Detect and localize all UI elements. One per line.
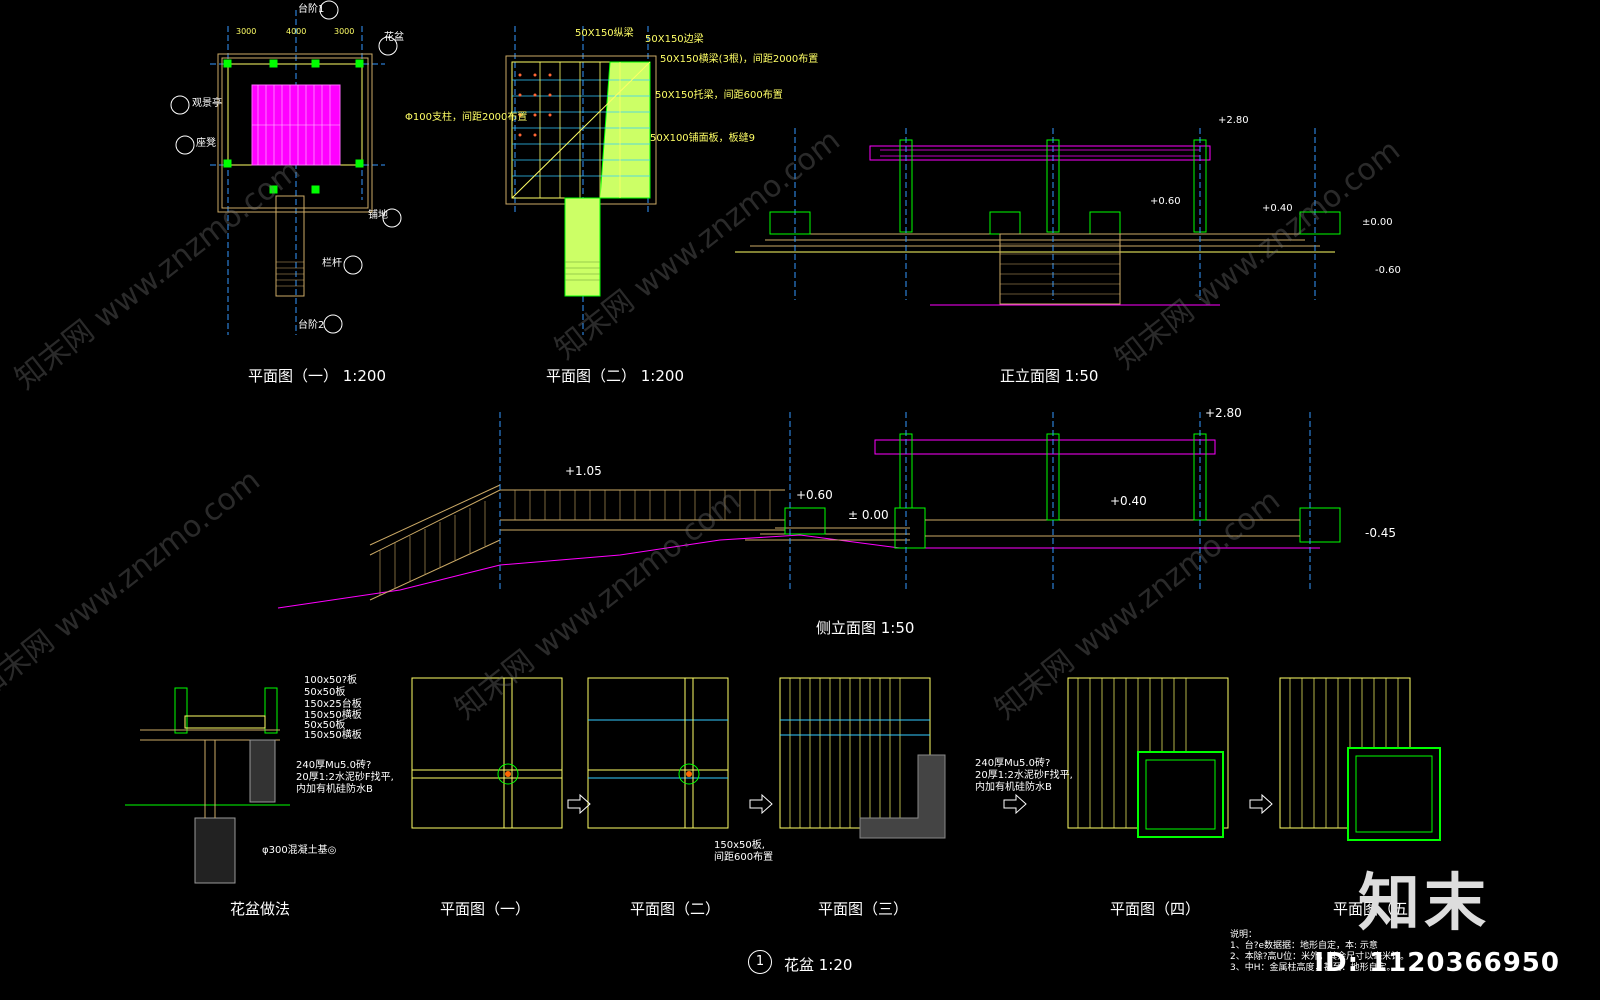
title-fp2: 平面图（二）: [630, 900, 721, 918]
plan1-flower-label: 花盆: [384, 32, 404, 43]
side-elev-mark: +2.80: [1205, 406, 1242, 420]
planter-label: 50x50板: [304, 720, 346, 731]
title-plan1: 平面图（一） 1:200: [248, 367, 386, 385]
planter-label: 150x50板,: [714, 840, 765, 851]
plan2-drawing: [505, 26, 657, 335]
plan2-label: 50X150纵梁: [575, 28, 634, 39]
plan1-dim: 3000: [236, 27, 257, 36]
planter-label: 150x50横板: [304, 710, 362, 721]
plan1-dim: 4000: [286, 27, 307, 36]
side-elev-mark: +0.40: [1110, 494, 1147, 508]
planter-label: 240厚Mu5.0砖?: [975, 758, 1051, 769]
title-fp5: 平面图（五）: [1333, 900, 1424, 918]
planter-label: 20厚1:2水泥砂F找平,: [296, 772, 394, 783]
front-elev-mark: +2.80: [1218, 115, 1249, 126]
notes-line: 1、台?e数据据：地形自定，本: 示意: [1230, 941, 1378, 951]
planter-label: 内加有机硅防水B: [296, 784, 373, 795]
front-elev-mark: +0.40: [1262, 203, 1293, 214]
plan1-pavilion-label: 观景亭: [192, 98, 222, 109]
planter-plans-drawing: [411, 677, 1441, 841]
plan1-step-bottom-label: 台阶2: [298, 320, 325, 331]
planter-label: 150x25台板: [304, 699, 362, 710]
plan1-paving-label: 铺地: [368, 210, 388, 221]
notes-block: 说明： 1、台?e数据据：地形自定，本: 示意 2、本除?高U位：米外，其余尺寸…: [1230, 930, 1409, 974]
sheet-number-circle: 1: [748, 950, 772, 974]
planter-label: 50x50板: [304, 687, 346, 698]
brand-logo: 知末: [1357, 866, 1490, 939]
title-fp1: 平面图（一）: [440, 900, 531, 918]
plan2-label: 50X100铺面板，板缝9: [650, 133, 756, 144]
plan1-step-top-label: 台阶1: [298, 4, 325, 15]
planter-label: 内加有机硅防水B: [975, 782, 1052, 793]
plan2-label: 50X150横梁(3根)，间距2000布置: [660, 54, 819, 65]
front-elev-mark: -0.60: [1375, 265, 1401, 276]
side-elev-mark: ± 0.00: [848, 508, 889, 522]
plan1-railing-label: 栏杆: [322, 258, 342, 269]
plan2-label: 50X150托梁，间距600布置: [655, 90, 783, 101]
side-elev-mark: -0.45: [1365, 526, 1397, 540]
title-front-elevation: 正立面图 1:50: [1000, 367, 1099, 385]
notes-line: 3、中H：金属柱高度，甚至：地形自定。: [1230, 963, 1396, 973]
side-elevation-drawing: [277, 412, 1341, 609]
sheet-title: 花盆 1:20: [784, 956, 853, 974]
plan1-drawing: [170, 0, 402, 335]
notes-head: 说明：: [1230, 930, 1258, 940]
side-elev-mark: +0.60: [796, 488, 833, 502]
planter-label: φ300混凝土基◎: [262, 845, 337, 856]
front-elev-mark: ±0.00: [1362, 217, 1393, 228]
plan1-dim: 3000: [334, 27, 355, 36]
planter-section-drawing: [125, 687, 290, 884]
planter-label: 100x50?板: [304, 675, 358, 686]
front-elev-mark: +0.60: [1150, 196, 1181, 207]
title-planter-method: 花盆做法: [230, 900, 291, 918]
notes-line: 2、本除?高U位：米外，其余尺寸以毫米计。: [1230, 952, 1410, 962]
plan2-label: 50X150边梁: [645, 34, 704, 45]
plan1-bench-label: 座凳: [196, 138, 216, 149]
front-elevation-drawing: [735, 128, 1341, 306]
planter-label: 240厚Mu5.0砖?: [296, 760, 372, 771]
plan2-label: Φ100支柱，间距2000布置: [405, 112, 528, 123]
planter-label: 20厚1:2水泥砂F找平,: [975, 770, 1073, 781]
title-fp4: 平面图（四）: [1110, 900, 1201, 918]
title-plan2: 平面图（二） 1:200: [546, 367, 684, 385]
planter-label: 150x50横板: [304, 730, 362, 741]
title-side-elevation: 侧立面图 1:50: [816, 619, 915, 637]
id-tag: ID: 1120366950: [1314, 948, 1560, 978]
title-fp3: 平面图（三）: [818, 900, 909, 918]
side-elev-mark: +1.05: [565, 464, 602, 478]
planter-label: 间距600布置: [714, 852, 774, 863]
